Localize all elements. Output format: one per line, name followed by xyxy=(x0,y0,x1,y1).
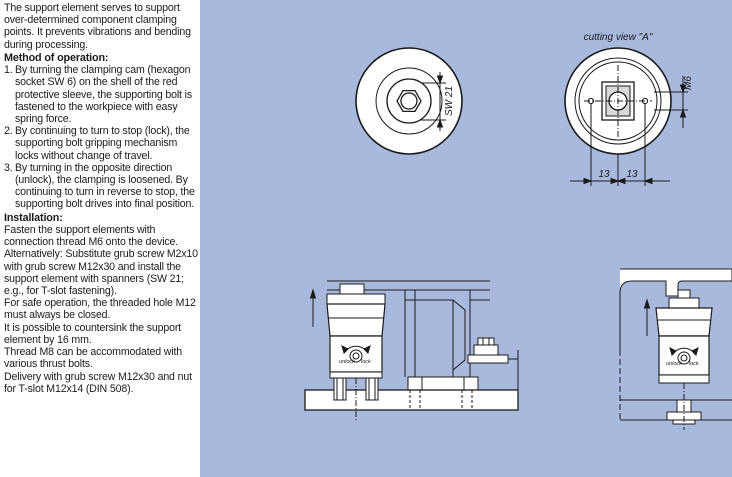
installation-heading: Installation: xyxy=(4,211,63,224)
intro-text: The support element serves to support ov… xyxy=(4,2,191,51)
step-text: By turning in the opposite direction (un… xyxy=(15,161,195,211)
step-text: By continuing to turn to stop (lock), th… xyxy=(15,125,190,162)
dimension-sw21: SW 21 xyxy=(444,86,455,116)
installation-text: Fasten the support elements with connect… xyxy=(4,224,198,298)
assembly-view: unlock lock xyxy=(304,280,519,420)
operation-step: 2.By continuing to turn to stop (lock), … xyxy=(4,125,200,162)
installation-text: Delivery with grub screw M12x30 and nut … xyxy=(4,370,192,395)
description-column: The support element serves to support ov… xyxy=(0,0,200,477)
operation-step: 1.By turning the clamping cam (hexagon s… xyxy=(4,64,200,125)
dimension-m6: M6 xyxy=(683,76,694,90)
installation-text: For safe operation, the threaded hole M1… xyxy=(4,297,196,322)
installation-text: Thread M8 can be accommodated with vario… xyxy=(4,346,183,371)
lock-label: lock xyxy=(361,359,371,365)
step-text: By turning the clamping cam (hexagon soc… xyxy=(15,64,192,126)
step-number: 1. xyxy=(4,64,13,77)
dimension-13-right: 13 xyxy=(626,169,638,180)
step-number: 3. xyxy=(4,161,13,174)
plan-view: SW 21 xyxy=(355,47,463,155)
dimension-13-left: 13 xyxy=(598,169,610,180)
drawing-svg: SW 21 cutting view "A" M6 xyxy=(304,32,732,430)
operation-steps: 1.By turning the clamping cam (hexagon s… xyxy=(4,64,200,210)
cutting-view: cutting view "A" M6 13 xyxy=(564,32,694,186)
installation-text: It is possible to countersink the suppor… xyxy=(4,321,181,346)
cutting-view-label: cutting view "A" xyxy=(584,32,653,43)
lock-label: lock xyxy=(689,361,699,367)
tslot-view: unlock lock xyxy=(619,268,732,430)
step-number: 2. xyxy=(4,125,13,138)
unlock-label: unlock xyxy=(666,361,682,367)
operation-step: 3.By turning in the opposite direction (… xyxy=(4,162,200,211)
operation-heading: Method of operation: xyxy=(4,51,109,64)
technical-drawing: SW 21 cutting view "A" M6 xyxy=(200,0,732,477)
unlock-label: unlock xyxy=(339,359,355,365)
